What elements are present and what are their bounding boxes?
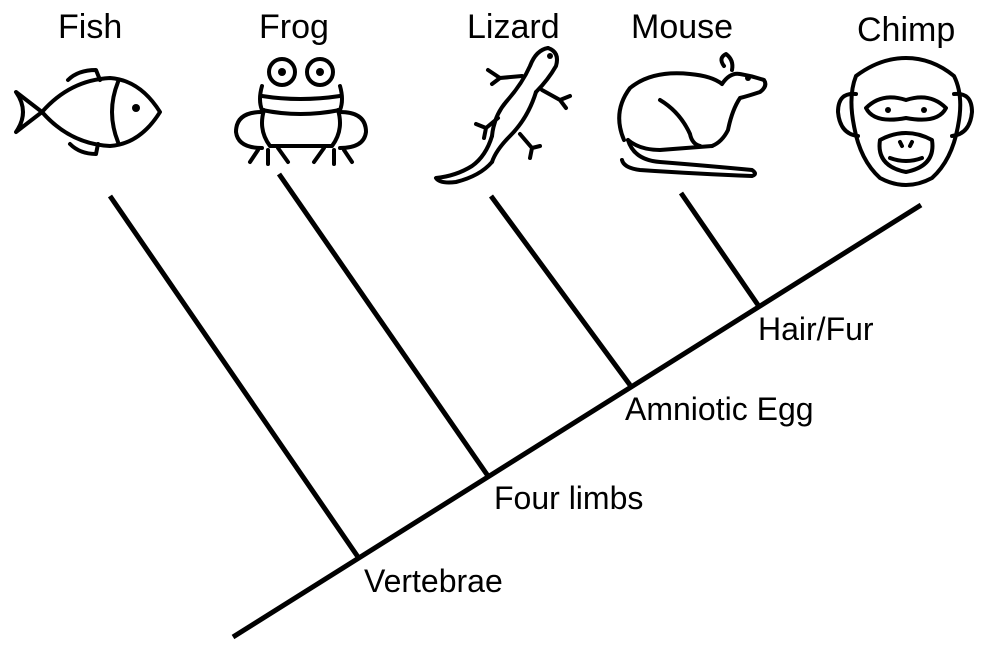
trait-label-vertebrae: Vertebrae [364,563,503,599]
taxon-label-fish: Fish [58,8,122,46]
lizard-icon [434,46,572,185]
taxon-label-mouse: Mouse [631,8,733,46]
taxon-label-chimp: Chimp [857,11,955,49]
main-trunk [231,202,923,640]
chimp-icon [836,56,974,187]
taxon-label-frog: Frog [259,8,329,46]
trait-label-four-limbs: Four limbs [494,480,643,516]
branch-mouse [678,191,761,307]
fish-icon [14,68,162,156]
branch-lizard [488,194,633,387]
trait-label-hair-fur: Hair/Fur [758,311,874,347]
branch-frog [276,172,491,478]
trait-label-amniotic-egg: Amniotic Egg [625,391,814,427]
branch-fish [107,194,361,559]
frog-icon [234,57,368,166]
mouse-icon [617,52,768,178]
taxon-label-lizard: Lizard [467,8,560,46]
